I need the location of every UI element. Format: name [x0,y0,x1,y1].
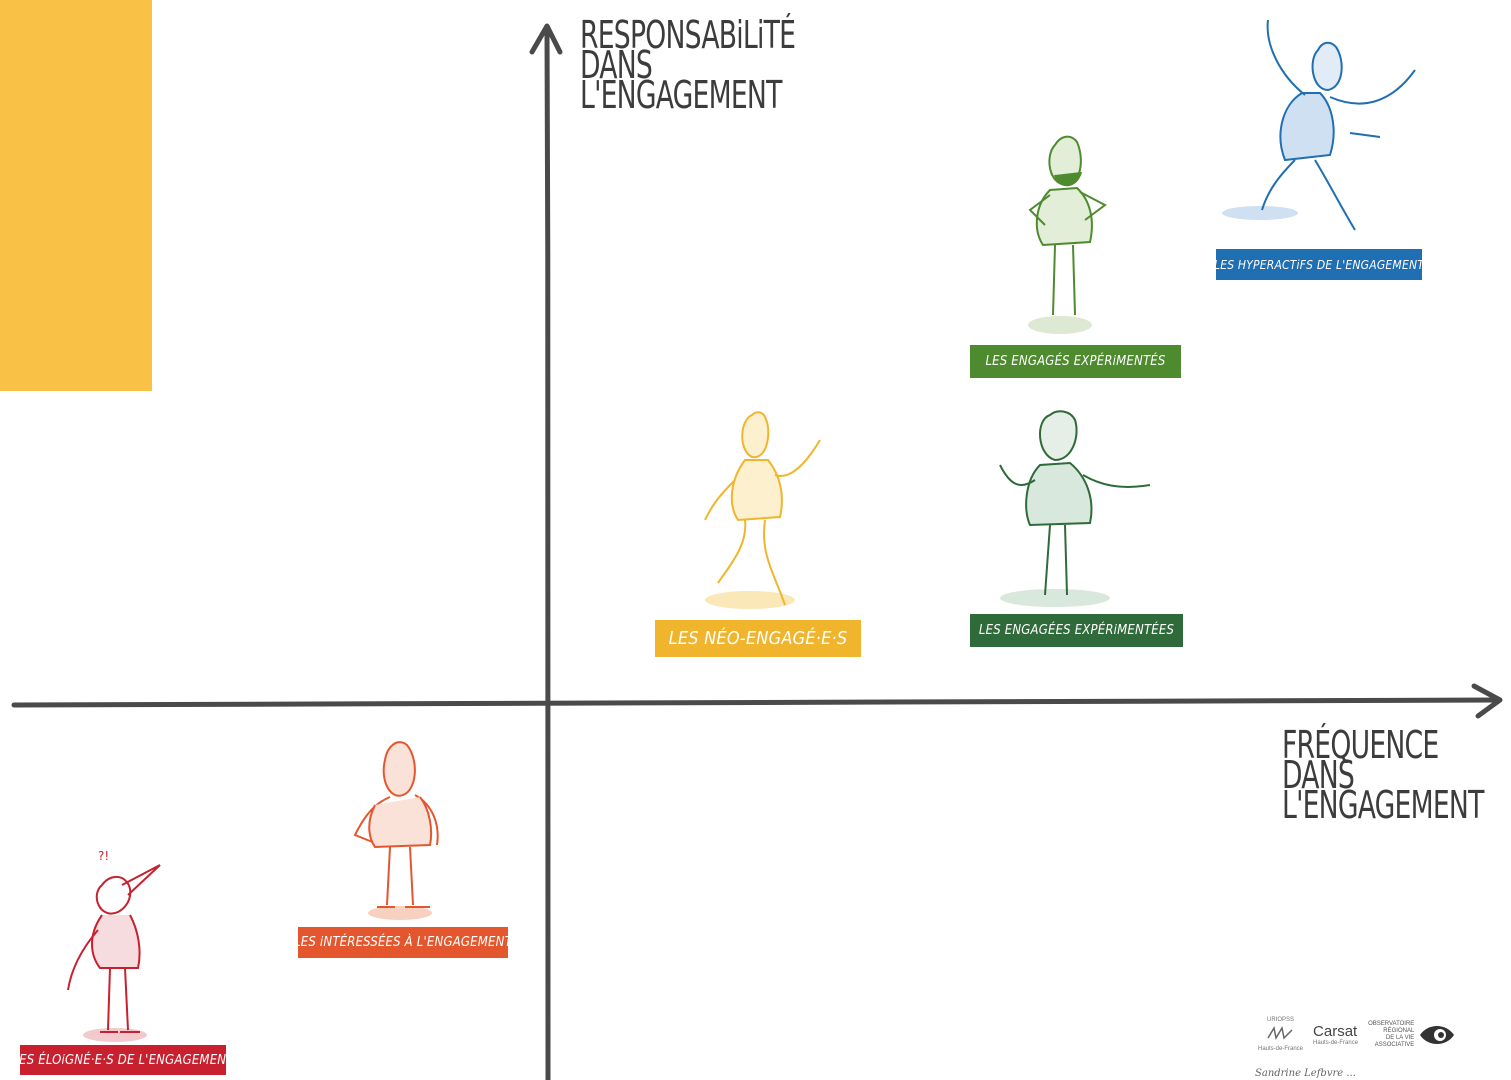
y-axis-arrowhead [529,23,563,55]
eye-icon [1420,1026,1455,1044]
partner-logos: URIOPSS Hauts-de-France Carsat Hauts-de-… [1258,1010,1478,1060]
engages-experimentes-figure-icon [1028,135,1107,334]
svg-text:?!: ?! [98,849,109,863]
eloignes-figure-icon: ?! [67,849,161,1042]
label-eloignes: LES ÉLOiGNÉ·E·S DE L'ENGAGEMENT [12,1045,233,1075]
x-axis-arrowhead [1471,683,1503,719]
credit-text: Sandrine Lefbvre ... [1255,1068,1356,1079]
observatoire-logo: OBSERVATOIRE RÉGIONAL DE LA VIE ASSOCIAT… [1368,1020,1456,1050]
label-interessees: LES iNTÉRESSÉES À L'ENGAGEMENT [294,927,512,958]
carsat-logo: Carsat Hauts-de-France [1313,1023,1359,1046]
x-axis-title: FRÉQUENCE DANS L'ENGAGEMENT [1282,723,1484,827]
uriopss-mark-icon [1266,1025,1293,1041]
label-engagees-experimentees: LES ENGAGÉES EXPÉRiMENTÉES [970,614,1183,647]
uriopss-logo: URIOPSS Hauts-de-France [1258,1017,1304,1052]
neo-engages-figure-icon [704,411,821,609]
label-engages-experimentes: LES ENGAGÉS EXPÉRiMENTÉS [970,345,1181,378]
label-neo-engages: LES NÉO-ENGAGÉ·E·S [655,620,861,657]
hyperactifs-figure-icon [1222,19,1416,231]
y-axis-title: RESPONSABiLiTÉ DANS L'ENGAGEMENT [580,13,796,117]
label-hyperactifs: LES HYPERACTiFS DE L'ENGAGEMENT [1214,249,1424,280]
y-axis-line [544,27,551,1080]
x-axis-line [11,697,1501,708]
yellow-corner-block [0,0,152,391]
interessees-figure-icon [353,741,439,920]
engagees-experimentees-figure-icon [999,410,1151,607]
